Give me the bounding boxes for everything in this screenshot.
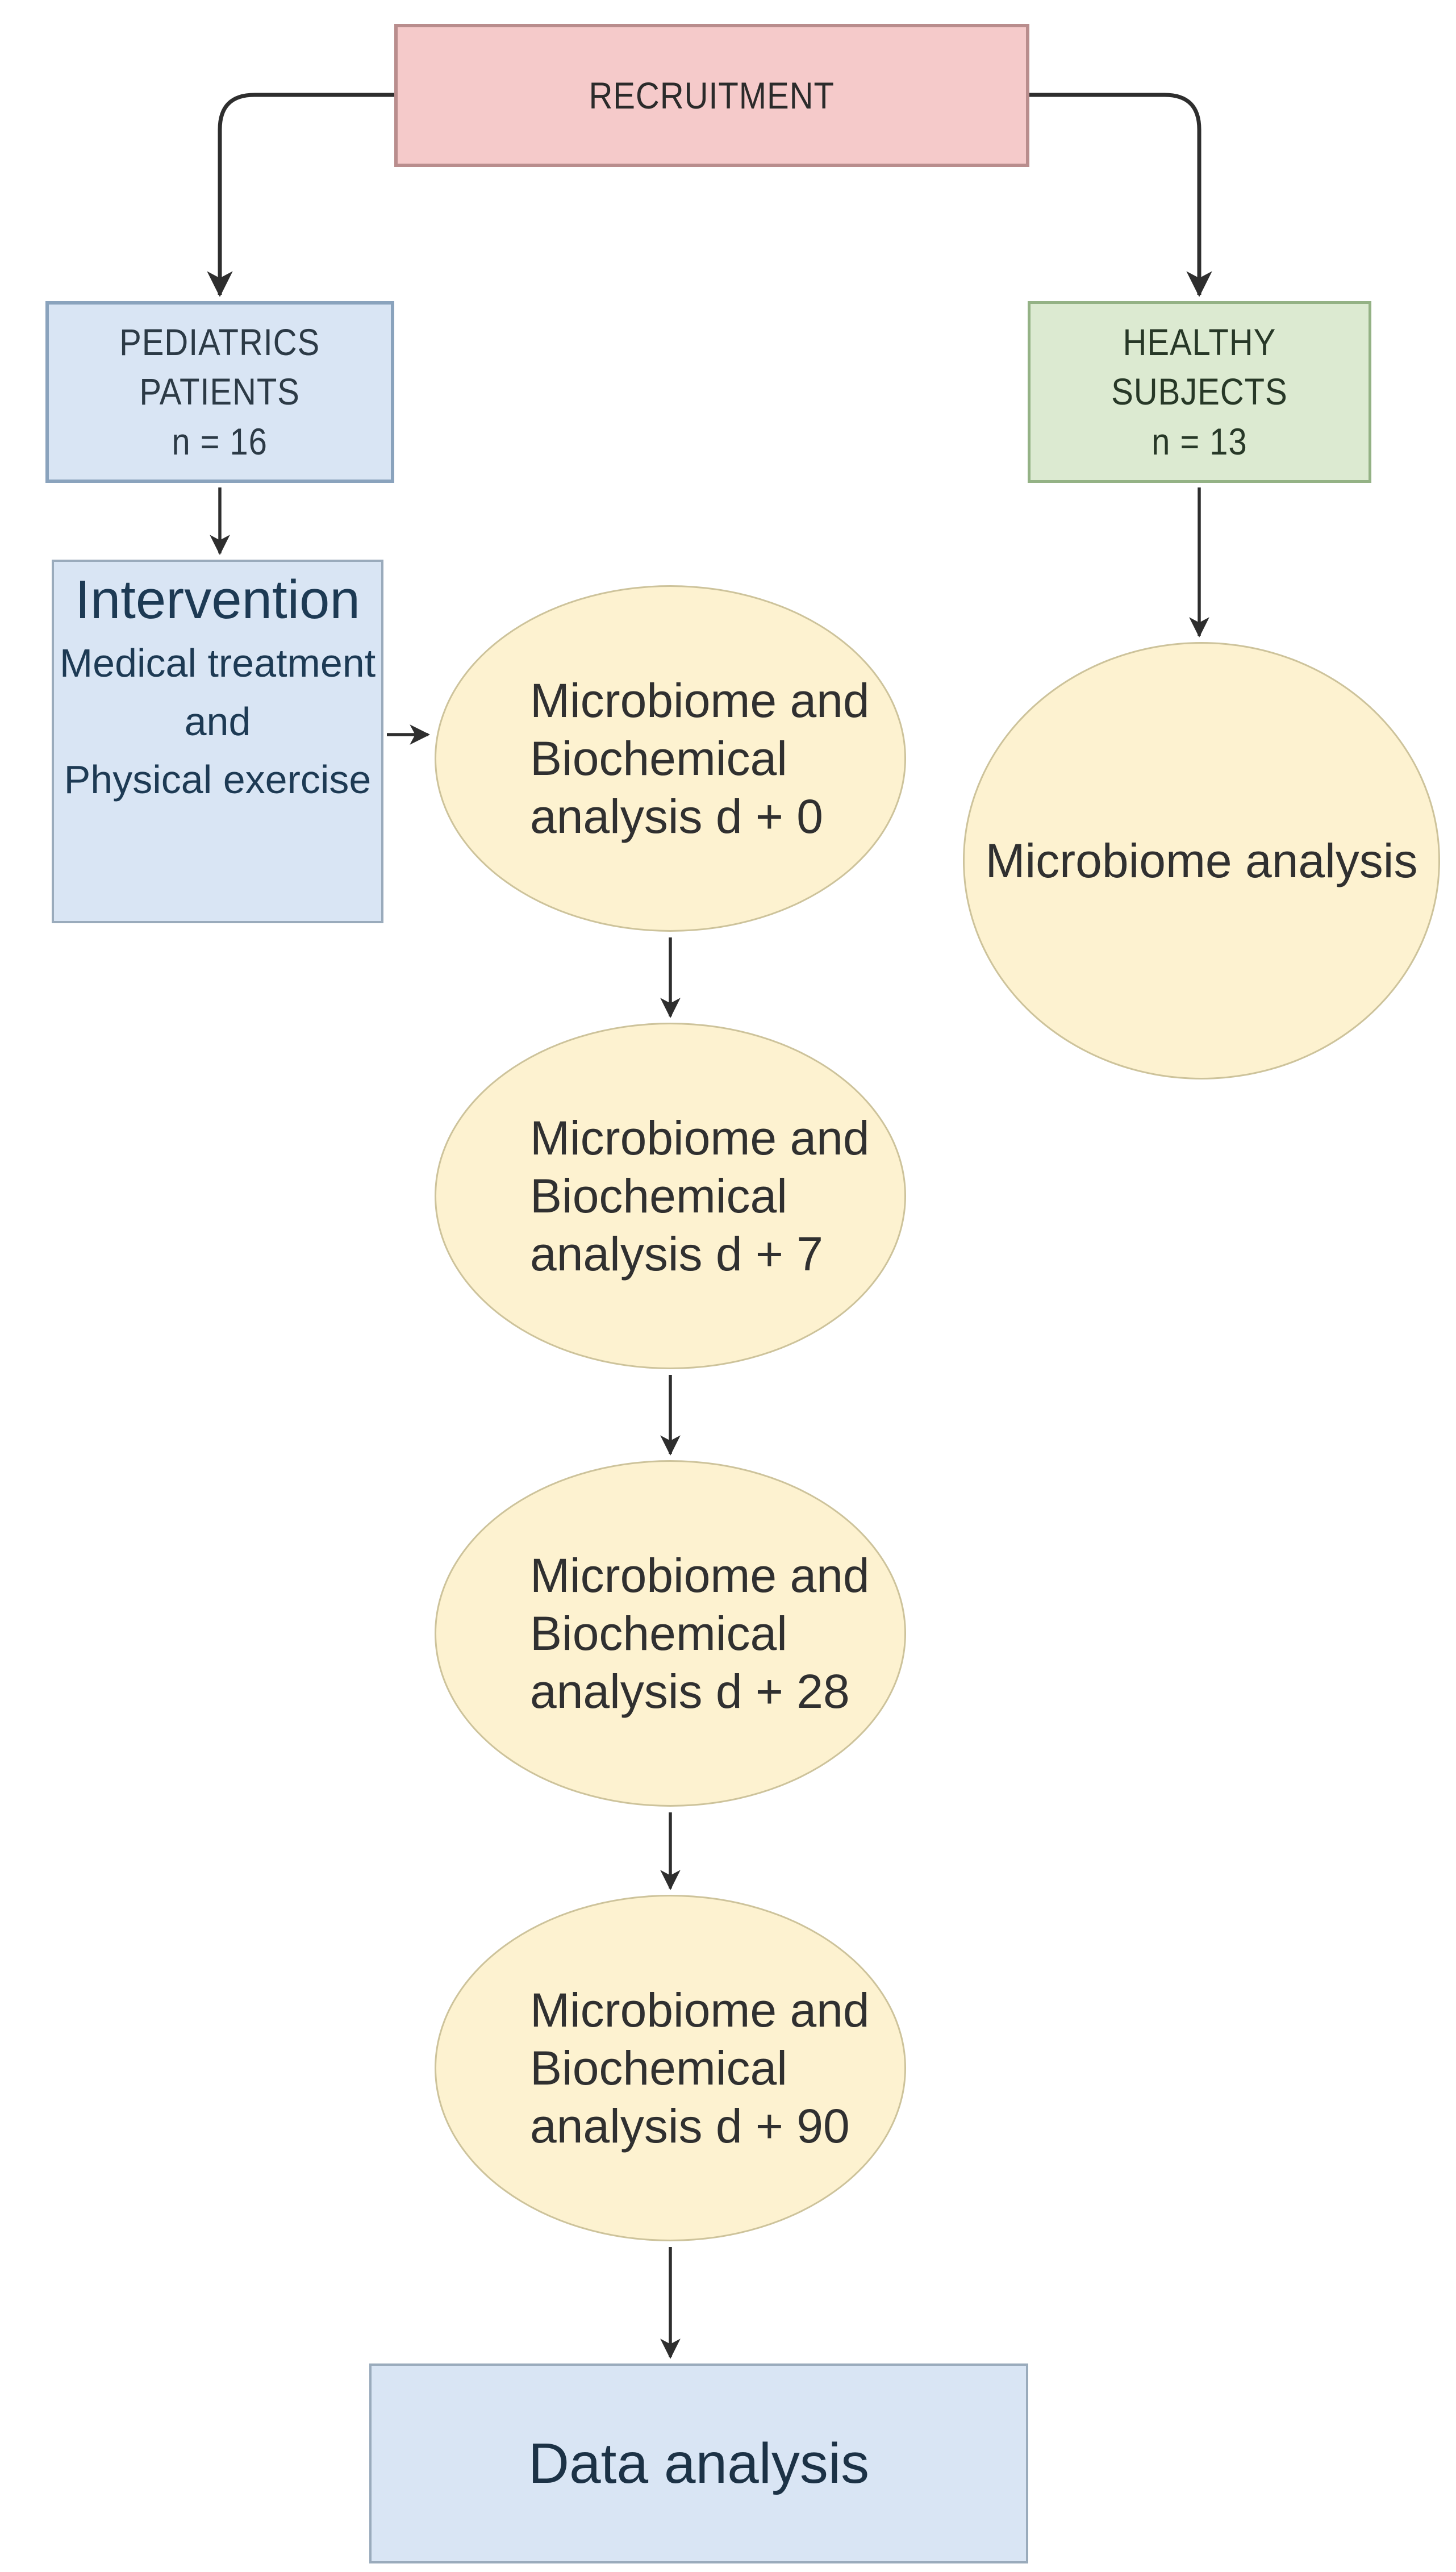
pediatrics-label: PEDIATRICS PATIENTS n = 16 xyxy=(119,318,320,466)
analysis-d7-line-1: Microbiome and xyxy=(530,1111,870,1165)
data-analysis-label: Data analysis xyxy=(528,2431,870,2495)
analysis-d0-line-3: analysis d + 0 xyxy=(530,790,823,843)
microbiome-analysis-ellipse: Microbiome analysis xyxy=(963,642,1440,1079)
intervention-and: and xyxy=(184,699,251,744)
healthy-line-2: SUBJECTS xyxy=(1111,370,1288,413)
analysis-d28-line-2: Biochemical xyxy=(530,1607,787,1660)
healthy-subjects-box: HEALTHY SUBJECTS n = 13 xyxy=(1028,301,1371,483)
connector-recruitment-to-healthy xyxy=(1029,93,1212,297)
analysis-d90-ellipse: Microbiome and Biochemical analysis d + … xyxy=(435,1895,906,2241)
recruitment-box: RECRUITMENT xyxy=(394,24,1029,167)
analysis-d0-line-2: Biochemical xyxy=(530,732,787,785)
connector-recruitment-to-pediatrics xyxy=(207,93,394,297)
analysis-d90-line-2: Biochemical xyxy=(530,2041,787,2095)
analysis-d90-line-3: analysis d + 90 xyxy=(530,2099,850,2153)
analysis-d28-line-3: analysis d + 28 xyxy=(530,1665,850,1718)
analysis-d28-ellipse: Microbiome and Biochemical analysis d + … xyxy=(435,1460,906,1807)
analysis-d7-line-2: Biochemical xyxy=(530,1169,787,1223)
analysis-d7-line-3: analysis d + 7 xyxy=(530,1227,823,1281)
pediatrics-patients-box: PEDIATRICS PATIENTS n = 16 xyxy=(45,301,394,483)
analysis-d0-ellipse: Microbiome and Biochemical analysis d + … xyxy=(435,585,906,932)
healthy-label: HEALTHY SUBJECTS n = 13 xyxy=(1111,318,1287,466)
intervention-physical-exercise: Physical exercise xyxy=(64,757,372,802)
analysis-d90-line-1: Microbiome and xyxy=(530,1983,870,2037)
healthy-line-1: HEALTHY xyxy=(1123,321,1276,364)
pediatrics-count: n = 16 xyxy=(172,420,268,462)
intervention-medical-treatment: Medical treatment xyxy=(59,641,376,686)
analysis-d28-line-1: Microbiome and xyxy=(530,1549,870,1602)
pediatrics-line-2: PATIENTS xyxy=(139,370,301,413)
recruitment-label: RECRUITMENT xyxy=(589,74,835,116)
analysis-d7-ellipse: Microbiome and Biochemical analysis d + … xyxy=(435,1023,906,1369)
healthy-count: n = 13 xyxy=(1152,420,1248,462)
data-analysis-box: Data analysis xyxy=(369,2363,1028,2563)
intervention-title: Intervention xyxy=(75,569,360,630)
analysis-d0-line-1: Microbiome and xyxy=(530,674,870,727)
intervention-box: Intervention Medical treatment and Physi… xyxy=(52,560,383,923)
microbiome-analysis-label: Microbiome analysis xyxy=(985,833,1418,887)
pediatrics-line-1: PEDIATRICS xyxy=(119,321,320,364)
